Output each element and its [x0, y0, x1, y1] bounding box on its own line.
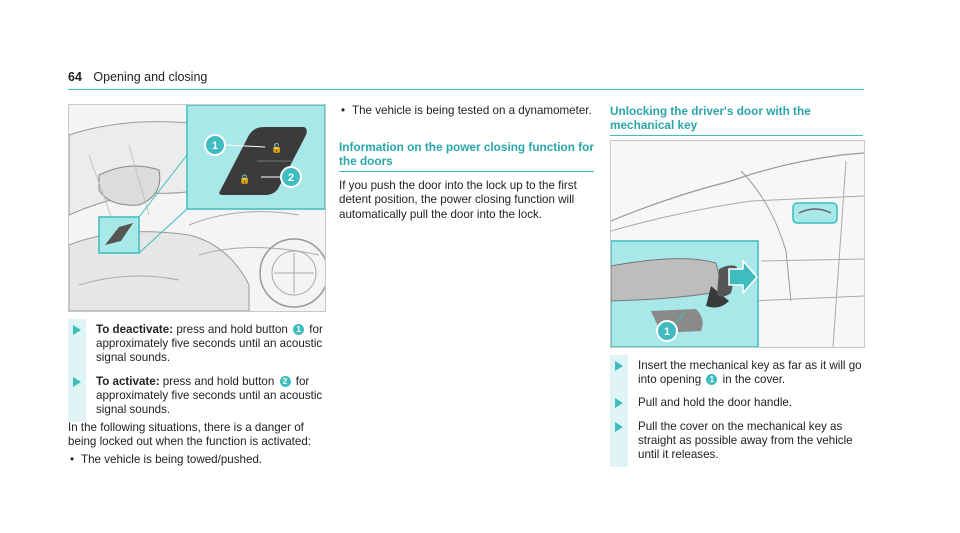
step-text: for approximately five seconds until an …: [96, 374, 323, 417]
power-closing-paragraph: If you push the door into the lock up to…: [339, 179, 577, 221]
step-arrow-icon: [73, 325, 81, 335]
heading-rule: [610, 135, 863, 136]
step-arrow-icon: [615, 421, 623, 432]
step-arrow-icon: [615, 361, 623, 371]
svg-text:1: 1: [664, 326, 670, 338]
step-activate: To activate: press and hold button 2 for…: [68, 370, 326, 423]
section-title: Opening and closing: [93, 70, 208, 84]
step-text: Pull and hold the door handle.: [638, 396, 793, 410]
step-arrow-icon: [615, 398, 623, 409]
callout-badge-1: 1: [204, 134, 226, 156]
step-pull-cover: Pull the cover on the mechanical key as …: [610, 415, 863, 468]
callout-badge-2: 2: [280, 166, 302, 188]
svg-text:🔓: 🔓: [271, 142, 282, 154]
step-text: Insert the mechanical key as far as it w…: [638, 359, 862, 387]
step-label: To activate:: [96, 374, 160, 388]
button-badge: 1: [293, 324, 305, 335]
step-arrow-icon: [73, 376, 81, 387]
callout-badge-1: 1: [656, 320, 678, 342]
step-label: To deactivate:: [96, 323, 174, 336]
lockout-warning-paragraph: In the following situations, there is a …: [68, 421, 311, 449]
svg-text:1: 1: [212, 140, 218, 152]
step-bar: [68, 319, 86, 371]
step-bar: [610, 415, 628, 468]
bullet-towed: The vehicle is being towed/pushed.: [68, 453, 326, 467]
door-handle-illustration: 1: [610, 140, 865, 348]
page-header: 64 Opening and closing: [68, 70, 207, 84]
button-badge: 2: [279, 375, 291, 387]
left-column: To deactivate: press and hold button 1 f…: [68, 319, 326, 467]
step-text: press and hold button: [173, 323, 292, 336]
opening-badge: 1: [706, 374, 718, 386]
page-number: 64: [68, 70, 82, 84]
step-bar: [68, 370, 86, 423]
step-deactivate: To deactivate: press and hold button 1 f…: [68, 319, 326, 371]
svg-text:2: 2: [288, 172, 294, 184]
bullet-dynamometer: The vehicle is being tested on a dynamom…: [339, 104, 594, 118]
step-text: Pull the cover on the mechanical key as …: [638, 419, 853, 462]
header-rule: [68, 89, 864, 90]
power-closing-heading: Information on the power closing functio…: [339, 140, 594, 169]
middle-column: The vehicle is being tested on a dynamom…: [339, 104, 594, 222]
step-text: press and hold button: [159, 374, 278, 388]
right-column-heading-block: Unlocking the driver's door with the mec…: [610, 104, 863, 136]
step-text: for approximately five seconds until an …: [96, 323, 323, 365]
heading-rule: [339, 171, 594, 173]
unlock-driver-door-heading: Unlocking the driver's door with the mec…: [610, 104, 811, 132]
step-pull-handle: Pull and hold the door handle.: [610, 392, 863, 416]
step-text: in the cover.: [719, 373, 786, 387]
step-insert-key: Insert the mechanical key as far as it w…: [610, 355, 863, 393]
right-column-steps: Insert the mechanical key as far as it w…: [610, 355, 863, 471]
door-switch-illustration: 🔓 🔒 1 2: [68, 104, 326, 312]
svg-text:🔒: 🔒: [239, 174, 250, 185]
step-bar: [610, 355, 628, 393]
